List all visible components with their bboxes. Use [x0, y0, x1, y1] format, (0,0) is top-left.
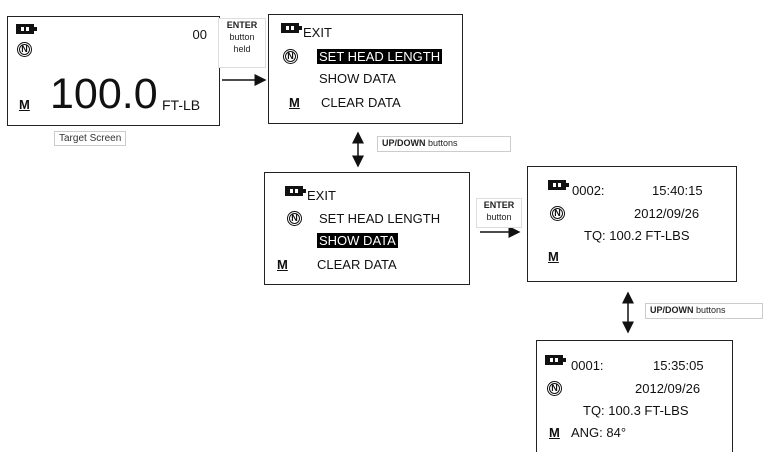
menu-item-set-head-length: SET HEAD LENGTH: [319, 211, 441, 226]
up-down-label-2: UP/DOWN buttons: [645, 303, 763, 319]
enter-word: ENTER: [483, 200, 515, 210]
n-circle-icon: N: [547, 381, 562, 396]
button-word: button: [486, 212, 512, 222]
menu-item-set-head-length: SET HEAD LENGTH: [317, 49, 443, 64]
record-index: 0002:: [572, 183, 605, 198]
menu-item-clear-data: CLEAR DATA: [317, 257, 397, 272]
battery-icon: [285, 186, 306, 196]
record-torque: TQ: 100.3 FT-LBS: [583, 403, 689, 418]
menu-item-clear-data: CLEAR DATA: [321, 95, 401, 110]
torque-unit: FT-LB: [162, 97, 201, 113]
battery-icon: [545, 355, 566, 365]
menu-item-show-data: SHOW DATA: [317, 233, 398, 248]
buttons-word: buttons: [428, 138, 458, 148]
record-index: 0001:: [571, 358, 604, 373]
n-circle-icon: N: [550, 206, 565, 221]
up-down-word: UP/DOWN: [382, 138, 426, 148]
n-circle-icon: N: [287, 211, 302, 226]
menu-screen-1: N EXIT SET HEAD LENGTH SHOW DATA M CLEAR…: [268, 14, 463, 124]
counter: 00: [192, 27, 207, 42]
battery-icon: [16, 24, 37, 34]
menu-item-exit: EXIT: [307, 188, 336, 203]
data-screen-1: N 0002: 15:40:15 2012/09/26 TQ: 100.2 FT…: [527, 166, 737, 282]
enter-held-label: ENTER button held: [218, 18, 266, 68]
torque-value: 100.0: [50, 70, 158, 118]
menu-item-show-data: SHOW DATA: [319, 71, 396, 86]
up-down-word: UP/DOWN: [650, 305, 694, 315]
record-time: 15:35:05: [653, 358, 704, 373]
n-circle-icon: N: [283, 49, 298, 64]
battery-icon: [281, 23, 302, 33]
up-down-label-1: UP/DOWN buttons: [377, 136, 511, 152]
m-label: M: [549, 425, 560, 440]
enter-button-label: ENTER button: [476, 198, 522, 228]
menu-screen-2: N EXIT SET HEAD LENGTH SHOW DATA M CLEAR…: [264, 172, 470, 285]
record-time: 15:40:15: [652, 183, 703, 198]
n-circle-icon: N: [17, 42, 32, 57]
record-angle: ANG: 84°: [571, 425, 627, 440]
button-word: button: [229, 32, 255, 42]
buttons-word: buttons: [696, 305, 726, 315]
menu-item-exit: EXIT: [303, 25, 332, 40]
target-screen: N 00 M 100.0 FT-LB: [7, 16, 220, 126]
record-torque: TQ: 100.2 FT-LBS: [584, 228, 690, 243]
record-date: 2012/09/26: [634, 206, 700, 221]
m-label: M: [289, 95, 300, 110]
target-screen-caption: Target Screen: [54, 131, 127, 146]
data-screen-2: N 0001: 15:35:05 2012/09/26 TQ: 100.3 FT…: [536, 340, 733, 452]
held-word: held: [233, 44, 251, 54]
record-date: 2012/09/26: [635, 381, 701, 396]
m-label: M: [548, 249, 559, 264]
battery-icon: [548, 180, 569, 190]
m-label: M: [19, 97, 30, 112]
enter-word: ENTER: [226, 20, 258, 30]
m-label: M: [277, 257, 288, 272]
